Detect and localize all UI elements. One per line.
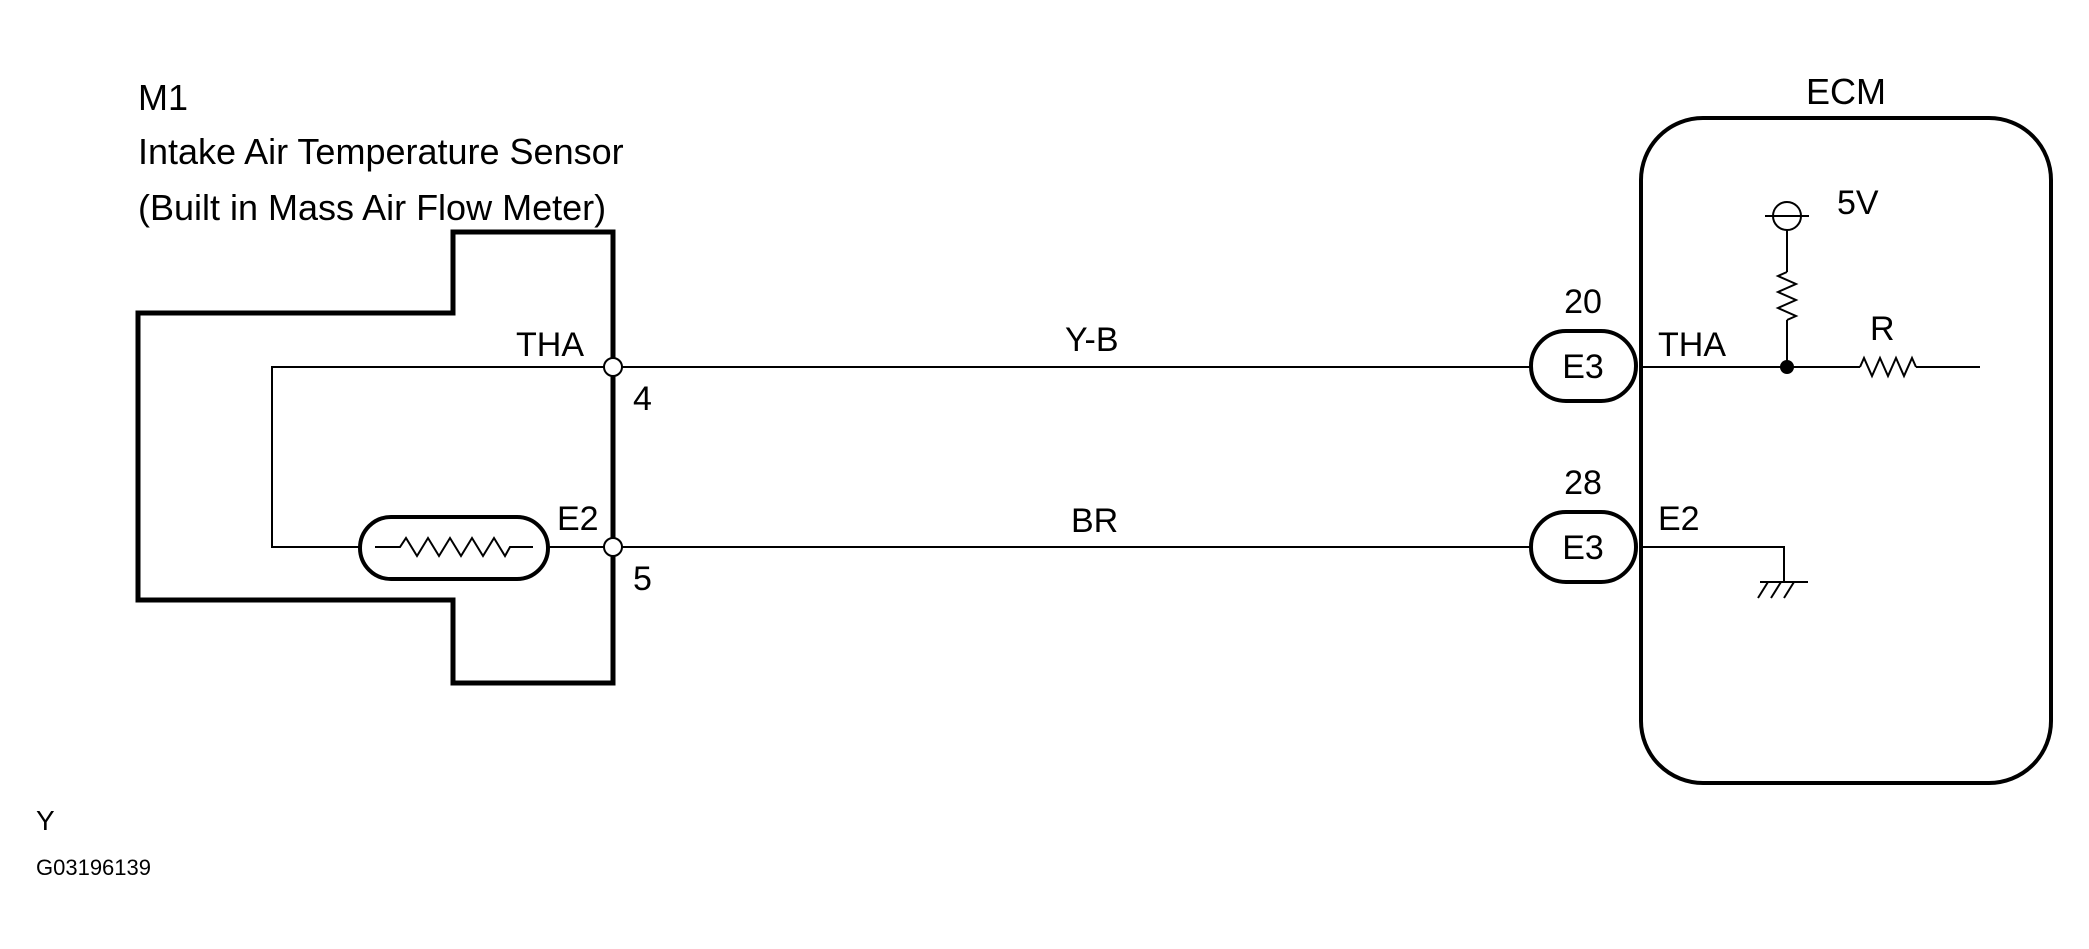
ecm-box <box>1639 116 2053 785</box>
ecm-resistor-label: R <box>1870 310 1895 348</box>
sensor-pin-tha-number: 4 <box>633 380 652 418</box>
wire-e2-color: BR <box>1071 502 1118 540</box>
sensor-code: M1 <box>138 77 188 118</box>
footer-letter: Y <box>36 805 55 836</box>
sensor-pin-tha-label: THA <box>516 326 584 364</box>
ecm-e2-ground-line <box>1641 546 1785 582</box>
ecm-connector-e2 <box>1529 510 1638 584</box>
ecm-supply-voltage: 5V <box>1837 184 1879 222</box>
figure-id: G03196139 <box>36 855 151 880</box>
thermistor-resistor-icon <box>375 536 533 558</box>
sensor-pin-e2-label: E2 <box>557 500 599 538</box>
ecm-pullup-resistor-icon <box>1775 271 1799 321</box>
sensor-pin-e2-number: 5 <box>633 560 652 598</box>
sensor-housing <box>135 229 616 686</box>
sensor-terminal-tha <box>603 357 623 377</box>
sensor-terminal-e2 <box>603 537 623 557</box>
sensor-name: Intake Air Temperature Sensor <box>138 131 624 172</box>
ecm-r-resistor-icon <box>1859 355 1917 379</box>
ecm-signal-e2: E2 <box>1658 500 1700 538</box>
ecm-connector-e2-label: E3 <box>1562 529 1604 567</box>
wire-tha-color: Y-B <box>1065 321 1119 359</box>
ground-icon <box>1757 581 1808 599</box>
ecm-title: ECM <box>1806 71 1886 112</box>
ecm-connector-tha-pin: 20 <box>1564 283 1602 321</box>
ecm-signal-tha: THA <box>1658 326 1726 364</box>
ecm-connector-e2-pin: 28 <box>1564 464 1602 502</box>
ecm-junction-dot <box>1780 360 1794 374</box>
ecm-connector-tha-label: E3 <box>1562 348 1604 386</box>
ecm-connector-tha <box>1529 329 1638 403</box>
sensor-subtitle: (Built in Mass Air Flow Meter) <box>138 187 606 228</box>
thermistor-body <box>358 515 550 581</box>
sensor-internal-wire <box>271 366 608 548</box>
